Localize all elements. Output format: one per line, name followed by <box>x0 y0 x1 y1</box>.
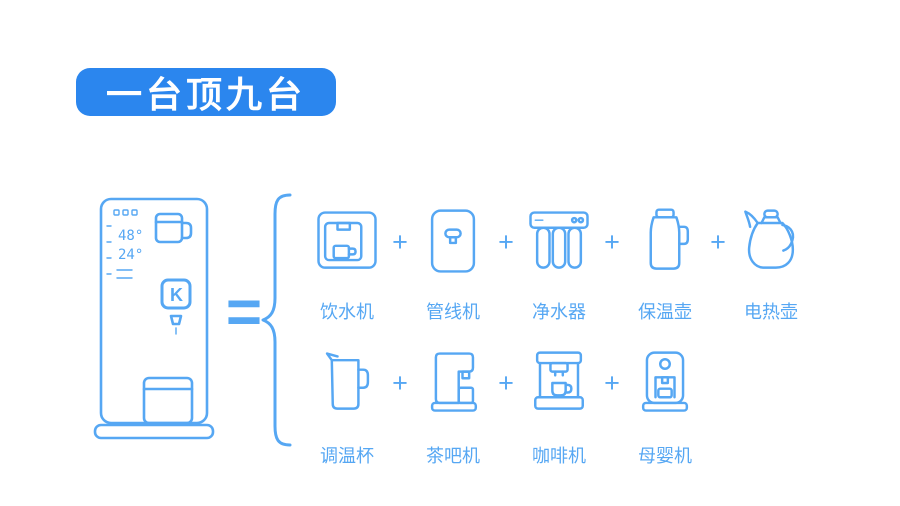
coffee-machine-icon <box>534 351 584 410</box>
appliance-label: 净水器 <box>532 302 586 322</box>
appliance-label: 调温杯 <box>320 446 374 466</box>
appliance-item: 净水器 <box>518 198 600 324</box>
thermos-icon <box>649 208 690 270</box>
appliance-item: 饮水机 <box>306 198 388 324</box>
machine-top-cup <box>154 212 193 244</box>
appliance-item: 咖啡机 <box>518 336 600 468</box>
baby-formula-machine-icon <box>641 351 689 412</box>
appliance-item: 保温壶 <box>624 198 706 324</box>
machine-spout <box>169 314 183 335</box>
appliance-label: 保温壶 <box>638 302 692 322</box>
curly-brace <box>261 193 292 447</box>
machine-drip-tray <box>142 376 194 425</box>
pipeline-machine-icon <box>430 209 476 273</box>
appliance-label: 管线机 <box>426 302 480 322</box>
appliance-label: 茶吧机 <box>426 446 480 466</box>
appliance-row-2: 调温杯 + 茶吧机 + <box>306 336 706 468</box>
temperature-cup-icon <box>325 352 370 410</box>
water-purifier-icon <box>529 211 589 269</box>
equals-sign: = <box>225 278 263 347</box>
title-badge: 一台顶九台 <box>76 68 337 116</box>
display-temp-cold: 24° <box>118 247 143 263</box>
machine-display: 48° 24° <box>106 209 143 279</box>
appliance-item: 茶吧机 <box>412 336 494 468</box>
brand-logo-letter: K <box>170 285 183 305</box>
plus-sign: + <box>710 226 726 257</box>
display-temp-hot: 48° <box>118 228 143 244</box>
tea-bar-machine-icon <box>430 352 478 412</box>
brand-logo: K <box>160 278 192 310</box>
appliance-label: 咖啡机 <box>532 446 586 466</box>
plus-sign: + <box>604 226 620 257</box>
plus-sign: + <box>498 226 514 257</box>
appliance-label: 电热壶 <box>744 302 798 322</box>
title-badge-text: 一台顶九台 <box>106 74 307 115</box>
appliance-label: 母婴机 <box>638 446 692 466</box>
machine-base <box>93 423 215 440</box>
plus-sign: + <box>498 367 514 398</box>
appliance-row-1: 饮水机 + 管线机 + <box>306 198 812 324</box>
appliance-item: 母婴机 <box>624 336 706 468</box>
plus-sign: + <box>604 367 620 398</box>
hero-machine-illustration: 48° 24° K <box>93 197 215 440</box>
appliance-label: 饮水机 <box>320 302 374 322</box>
plus-sign: + <box>392 367 408 398</box>
electric-kettle-icon <box>744 209 795 269</box>
appliance-item: 调温杯 <box>306 336 388 468</box>
appliance-item: 管线机 <box>412 198 494 324</box>
appliance-item: 电热壶 <box>730 198 812 324</box>
water-dispenser-icon <box>317 211 377 269</box>
plus-sign: + <box>392 226 408 257</box>
